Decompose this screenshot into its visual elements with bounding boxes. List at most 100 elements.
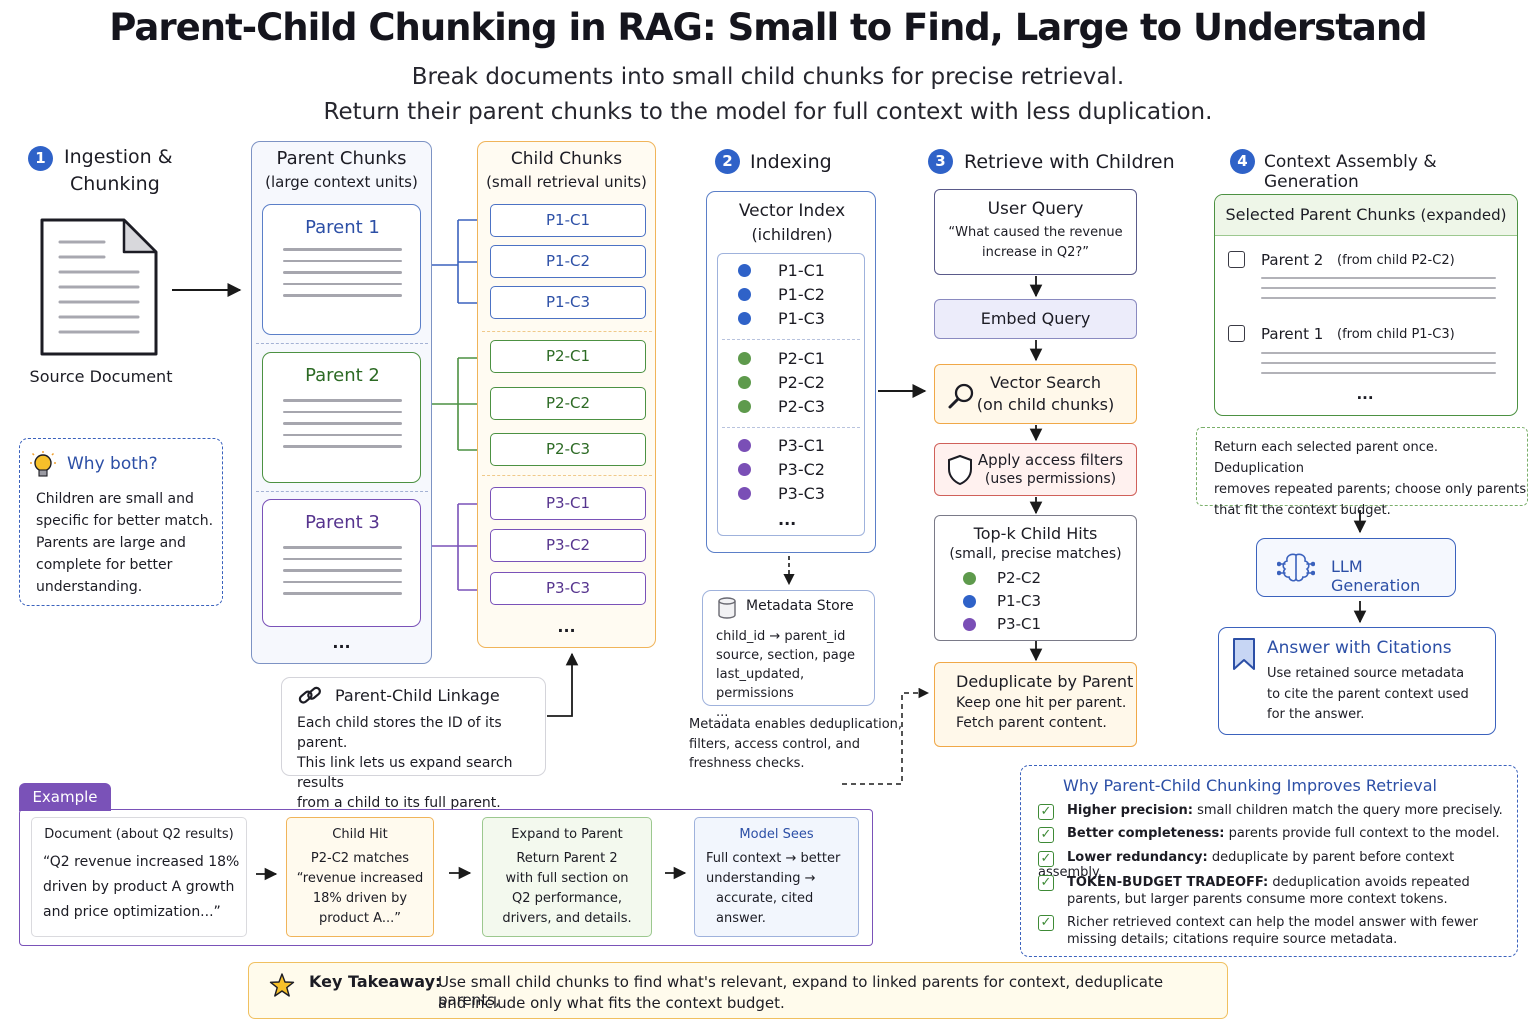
example-document-line: “Q2 revenue increased 18% bbox=[43, 854, 240, 870]
metadata-note-line: Metadata enables deduplication, bbox=[689, 717, 903, 732]
brain-icon bbox=[1277, 553, 1315, 582]
bookmark-icon bbox=[1233, 638, 1255, 670]
vector-index-title-line-2: (ichildren) bbox=[751, 225, 833, 244]
why-both-box: Why both? Children are small and specifi… bbox=[19, 438, 223, 606]
dedup-note-box: Return each selected parent once. Dedupl… bbox=[1196, 427, 1528, 518]
example-model-text: Full context → better understanding → ac… bbox=[706, 849, 858, 929]
star-icon bbox=[269, 973, 295, 997]
selected-parents-more: ... bbox=[1356, 385, 1374, 403]
index-more: ... bbox=[778, 510, 797, 529]
child-chip: P3-C2 bbox=[490, 529, 646, 562]
example-document-line: driven by product A growth bbox=[43, 879, 235, 895]
selected-parent-from: (from child P1-C3) bbox=[1337, 327, 1455, 342]
checkbox[interactable] bbox=[1228, 325, 1245, 342]
hit-label: P1-C3 bbox=[997, 592, 1042, 610]
why-improves-title: Why Parent-Child Chunking Improves Retri… bbox=[1063, 776, 1437, 795]
subtitle-line-1: Break documents into small child chunks … bbox=[411, 64, 1125, 90]
hit-dot bbox=[963, 618, 976, 631]
index-dot bbox=[738, 400, 751, 413]
index-entry: P2-C1 bbox=[778, 349, 825, 368]
page-title: Parent-Child Chunking in RAG: Small to F… bbox=[109, 6, 1427, 49]
metadata-store-text: child_id → parent_id source, section, pa… bbox=[716, 627, 874, 722]
checkmark-icon: ✓ bbox=[1038, 804, 1054, 820]
example-document-line: and price optimization...” bbox=[43, 904, 221, 920]
example-tab: Example bbox=[19, 783, 111, 811]
example-child-hit-text: P2-C2 matches “revenue increased 18% dri… bbox=[287, 849, 433, 929]
example-document-card: Document (about Q2 results) “Q2 revenue … bbox=[31, 817, 247, 937]
example-expand-line: Q2 performance, bbox=[511, 891, 623, 906]
key-takeaway-line-1: Use small child chunks to find what's re… bbox=[438, 973, 1164, 1009]
metadata-note-line: freshness checks. bbox=[689, 756, 805, 771]
user-query-box: User Query “What caused the revenue incr… bbox=[934, 189, 1137, 275]
metadata-note-line: filters, access control, and bbox=[689, 736, 860, 752]
answer-title: Answer with Citations bbox=[1267, 638, 1452, 658]
dedup-line-2: Fetch parent content. bbox=[956, 715, 1107, 731]
vector-search-box: Vector Search (on child chunks) bbox=[934, 364, 1137, 424]
why-both-line: specific for better match. bbox=[36, 513, 214, 529]
child-chip: P1-C1 bbox=[490, 204, 646, 237]
step-1-title-line-1: Ingestion & bbox=[64, 146, 173, 168]
filters-line-1: Apply access filters bbox=[977, 451, 1124, 469]
benefit-bold: TOKEN-BUDGET TRADEOFF: bbox=[1067, 875, 1269, 890]
child-chip: P1-C3 bbox=[490, 286, 646, 319]
why-improves-box: Why Parent-Child Chunking Improves Retri… bbox=[1020, 765, 1518, 957]
answer-text: Use retained source metadata to cite the… bbox=[1267, 664, 1469, 726]
example-expand-line: Return Parent 2 bbox=[516, 851, 618, 866]
example-model-line: answer. bbox=[716, 911, 766, 926]
embed-query-box: Embed Query bbox=[934, 299, 1137, 339]
answer-box: Answer with Citations Use retained sourc… bbox=[1218, 627, 1496, 735]
linkage-line: Each child stores the ID of its parent. bbox=[297, 715, 502, 751]
checkmark-icon: ✓ bbox=[1038, 915, 1054, 931]
example-expand-card: Expand to Parent Return Parent 2 with fu… bbox=[482, 817, 652, 937]
why-both-text: Children are small and specific for bett… bbox=[36, 488, 213, 598]
text-lines bbox=[283, 399, 402, 457]
benefit-bold: Higher precision: bbox=[1067, 803, 1193, 818]
metadata-store-box: Metadata Store child_id → parent_id sour… bbox=[702, 590, 875, 720]
example-model-line: understanding → bbox=[706, 871, 816, 886]
selected-parents-panel: Selected Parent Chunks (expanded) Parent… bbox=[1214, 194, 1518, 416]
source-document-label: Source Document bbox=[29, 367, 173, 386]
index-dot bbox=[738, 312, 751, 325]
linkage-title: Parent-Child Linkage bbox=[335, 686, 500, 705]
vector-index-list bbox=[717, 253, 865, 536]
selected-parents-header: Selected Parent Chunks (expanded) bbox=[1215, 195, 1517, 236]
checkbox[interactable] bbox=[1228, 251, 1245, 268]
benefit-bold: Better completeness: bbox=[1067, 826, 1225, 841]
vector-search-line-1: Vector Search bbox=[989, 373, 1102, 392]
step-3-title: Retrieve with Children bbox=[964, 151, 1175, 173]
vector-index-panel: Vector Index (ichildren) bbox=[706, 191, 876, 553]
benefit-item: ✓ Lower redundancy: deduplicate by paren… bbox=[1038, 850, 1508, 880]
user-query-line-1: “What caused the revenue bbox=[948, 225, 1123, 240]
divider bbox=[256, 343, 428, 344]
selected-parent-from: (from child P2-C2) bbox=[1337, 253, 1455, 268]
user-query-line-2: increase in Q2?” bbox=[981, 245, 1090, 260]
linkage-line: This link lets us expand search results bbox=[297, 755, 513, 791]
example-panel bbox=[19, 809, 873, 946]
example-expand-line: drivers, and details. bbox=[502, 911, 632, 926]
metadata-note: Metadata enables deduplication, filters,… bbox=[689, 715, 902, 774]
example-model-card: Model Sees Full context → better underst… bbox=[694, 817, 859, 937]
example-child-hit-title: Child Hit bbox=[332, 827, 388, 842]
benefit-item: ✓ Richer retrieved context can help the … bbox=[1038, 914, 1508, 954]
vector-search-line-2: (on child chunks) bbox=[976, 395, 1115, 414]
index-entry: P1-C1 bbox=[778, 261, 825, 280]
divider bbox=[722, 339, 860, 340]
answer-line: Use retained source metadata bbox=[1267, 666, 1465, 681]
why-both-line: complete for better bbox=[36, 557, 173, 573]
selected-parents-title: Selected Parent Chunks bbox=[1225, 205, 1416, 224]
linkage-text: Each child stores the ID of its parent. … bbox=[297, 713, 545, 813]
benefit-text: parents provide full context to the mode… bbox=[1224, 826, 1500, 841]
divider bbox=[722, 427, 860, 428]
benefit-bold: Lower redundancy: bbox=[1067, 850, 1208, 865]
index-dot bbox=[738, 487, 751, 500]
step-2-title: Indexing bbox=[750, 151, 832, 173]
parent-chunks-more: ... bbox=[332, 633, 351, 652]
example-model-title: Model Sees bbox=[739, 827, 814, 842]
user-query-title: User Query bbox=[987, 199, 1084, 219]
parent-chunks-title: Parent Chunks bbox=[276, 148, 407, 169]
metadata-line: last_updated, permissions bbox=[716, 667, 805, 701]
metadata-line: ... bbox=[716, 705, 729, 720]
lightbulb-icon bbox=[30, 451, 56, 477]
step-4-title: Context Assembly & Generation bbox=[1264, 152, 1437, 192]
llm-generation-label: LLM Generation bbox=[1331, 557, 1421, 595]
